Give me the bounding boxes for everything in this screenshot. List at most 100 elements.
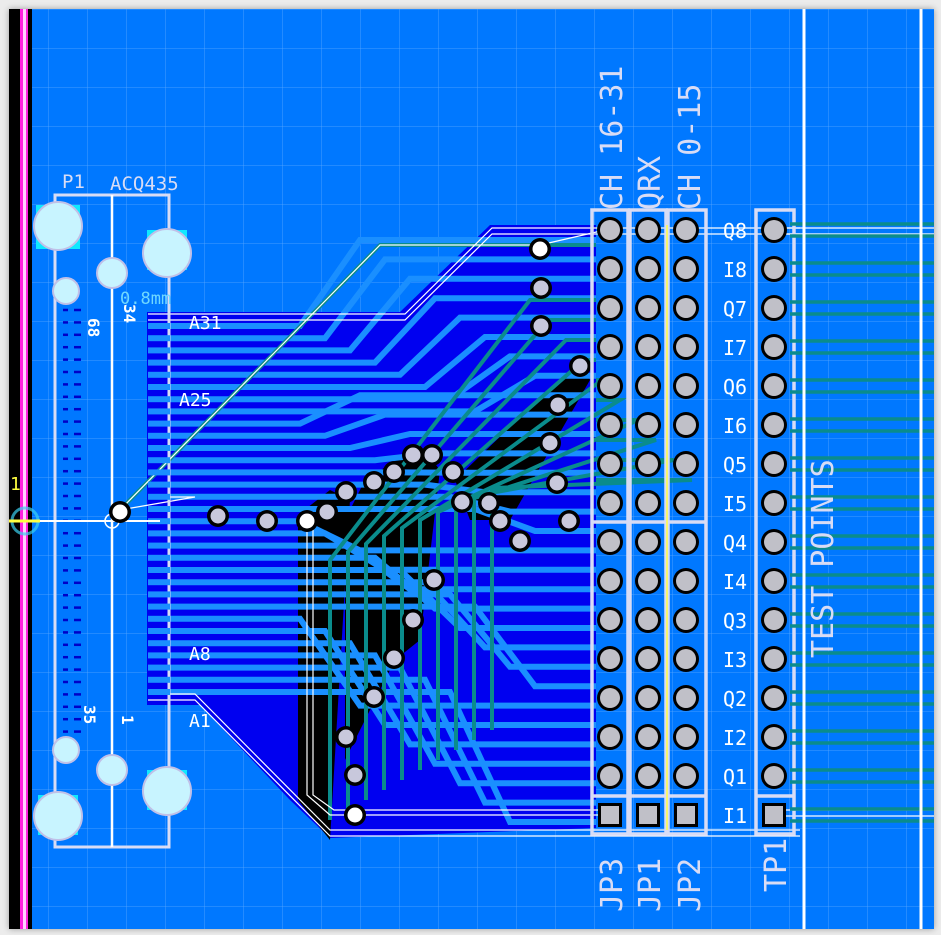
via [512,533,528,549]
header-jp2-designator: JP2 [673,858,708,912]
trace [170,652,596,767]
test-point-label: Q8 [723,219,747,243]
pad [676,532,696,552]
pad [600,454,620,474]
pad-finger [148,542,170,549]
square-pad [677,806,695,824]
dimension-label: 0.8mm [120,289,171,309]
pad [676,766,696,786]
connector-value: ACQ435 [110,173,179,195]
tp1-designator: TP1 [759,838,794,892]
trace [170,567,596,631]
pad [600,610,620,630]
pad [638,766,658,786]
net-label-a25: A25 [179,390,212,411]
pad [676,259,696,279]
pad-finger [148,676,170,683]
net-label-a8: A8 [189,644,211,665]
via [445,464,461,480]
connector-p1[interactable]: P1 ACQ435 0.8mm 68 34 35 1 A31 A25 A8 A1 [33,171,222,849]
pad [764,415,784,435]
pcb-canvas[interactable]: P1 ACQ435 0.8mm 68 34 35 1 A31 A25 A8 A1… [9,9,934,929]
trace [170,314,596,378]
pad-finger [148,384,170,390]
pad [764,337,784,357]
via [454,494,470,510]
via [338,484,354,500]
via [366,474,382,490]
test-point-label: I1 [723,804,747,828]
pad-finger [148,347,170,354]
header-jp2-label: CH 0-15 [673,84,708,210]
test-point-label: Q6 [723,375,747,399]
via [550,397,566,413]
via [299,513,315,529]
net-label-a31: A31 [189,313,222,334]
pad [676,298,696,318]
pad [600,376,620,396]
via [347,767,363,783]
pad [676,493,696,513]
pin-label-1: 1 [118,715,137,725]
pad [638,649,658,669]
test-point-label: I6 [723,414,747,438]
pad [764,493,784,513]
via [572,358,588,374]
header-jp1-label: QRX [633,156,668,210]
via [549,475,565,491]
pad [676,649,696,669]
pad-finger [148,554,170,561]
via [386,464,402,480]
pad [638,220,658,240]
header-jp3-label: CH 16-31 [595,66,630,211]
pad [676,337,696,357]
test-points-title: TEST POINTS [806,459,841,658]
trace [170,603,596,690]
pad-finger [148,481,170,488]
pad-finger [148,359,170,366]
pad-finger [148,530,170,537]
square-pad [765,806,783,824]
pad [676,688,696,708]
test-point-label: Q5 [723,453,747,477]
pad [600,727,620,747]
via [405,447,421,463]
via [366,689,382,705]
test-point-label: I2 [723,726,747,750]
square-pad [601,806,619,824]
pad [676,571,696,591]
pad [600,493,620,513]
header-jp3-designator: JP3 [595,858,630,912]
pad [638,454,658,474]
pad [764,259,784,279]
via [426,572,442,588]
via [386,650,402,666]
via [259,513,275,529]
pad [638,337,658,357]
via [338,729,354,745]
pad [764,688,784,708]
pad-finger [148,664,170,671]
pad-finger [148,628,170,634]
pad-finger [148,457,170,464]
via [542,435,558,451]
pad-finger [148,640,170,647]
pad [638,298,658,318]
pad [764,727,784,747]
trace [170,431,596,451]
pad-finger [148,652,170,659]
pad [600,532,620,552]
via [319,504,335,520]
pad [600,766,620,786]
trace [170,256,596,342]
selected-traces[interactable] [119,227,934,837]
pad [600,337,620,357]
pad-finger [148,445,170,451]
pad [638,415,658,435]
pad [638,610,658,630]
pad [676,454,696,474]
traces-bottom-layer [118,243,693,820]
pad-finger [148,615,170,622]
trace [454,438,657,750]
